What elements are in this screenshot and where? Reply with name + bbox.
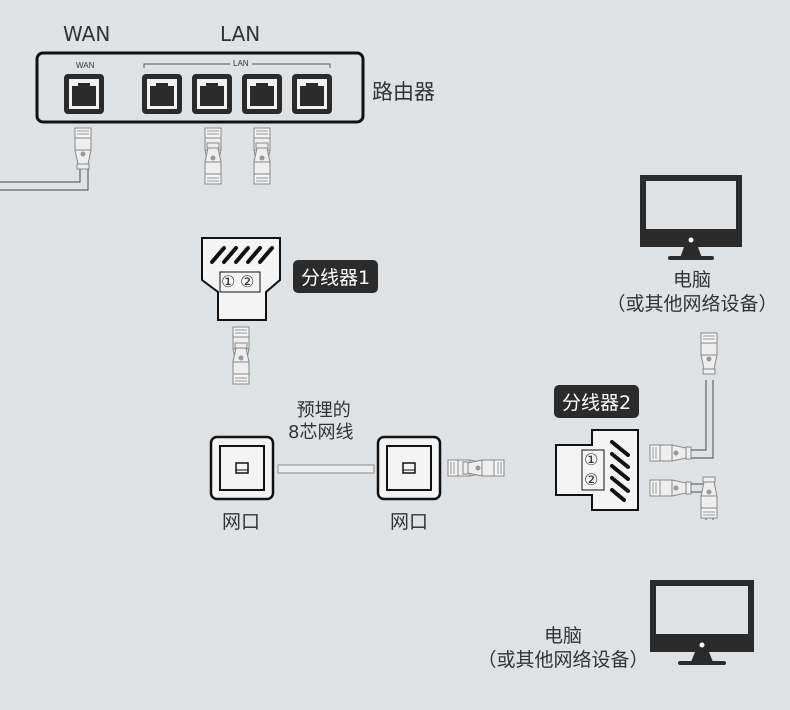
splitter-1: [201, 237, 281, 321]
splitter-2-label: 分线器2: [554, 385, 640, 418]
embedded-cable: [277, 464, 375, 474]
wan-heading: WAN: [63, 22, 111, 46]
router-label: 路由器: [372, 80, 435, 104]
patch-cable-jack-splitter2: [447, 459, 505, 477]
wan-port-label: WAN: [76, 61, 95, 70]
computer-top-icon[interactable]: [640, 175, 742, 260]
computer-bottom-label: 电脑 （或其他网络设备）: [468, 624, 658, 672]
lan-port-1[interactable]: [142, 74, 182, 114]
wan-cable: [0, 127, 92, 191]
wall-jack-left-label: 网口: [222, 511, 261, 533]
lan-port-label: LAN: [230, 59, 252, 68]
computer-top-line1: 电脑: [672, 269, 711, 291]
lan-port-3[interactable]: [242, 74, 282, 114]
splitter-2-port-1: ①: [584, 450, 599, 469]
splitter-1-port-2: ②: [240, 272, 255, 291]
wall-jack-left[interactable]: [209, 435, 275, 501]
lan-port-4[interactable]: [292, 74, 332, 114]
lan-heading: LAN: [220, 22, 261, 46]
splitter-1-label: 分线器1: [293, 260, 379, 293]
embedded-cable-label: 预埋的 8芯网线: [288, 400, 353, 444]
patch-cable-to-top-computer: [649, 332, 718, 462]
splitter-1-port-1: ①: [221, 272, 236, 291]
wall-jack-right-label: 网口: [390, 511, 429, 533]
computer-bottom-icon[interactable]: [650, 580, 754, 665]
splitter-2: [555, 429, 639, 511]
patch-cable-splitter1-jack: [232, 326, 250, 385]
embedded-cable-line1: 预埋的: [296, 400, 351, 421]
wan-port[interactable]: [64, 74, 104, 114]
embedded-cable-line2: 8芯网线: [288, 422, 354, 443]
computer-bottom-line1: 电脑: [543, 625, 582, 647]
patch-cable-to-bottom-computer: [649, 476, 718, 520]
lan-port-2[interactable]: [192, 74, 232, 114]
wall-jack-right[interactable]: [376, 435, 442, 501]
splitter-2-port-2: ②: [584, 470, 599, 489]
patch-cable-lan2: [204, 127, 222, 185]
patch-cable-lan3: [253, 127, 271, 185]
computer-top-label: 电脑 （或其他网络设备）: [596, 268, 788, 316]
computer-top-line2: （或其他网络设备）: [606, 293, 778, 315]
computer-bottom-line2: （或其他网络设备）: [477, 649, 649, 671]
